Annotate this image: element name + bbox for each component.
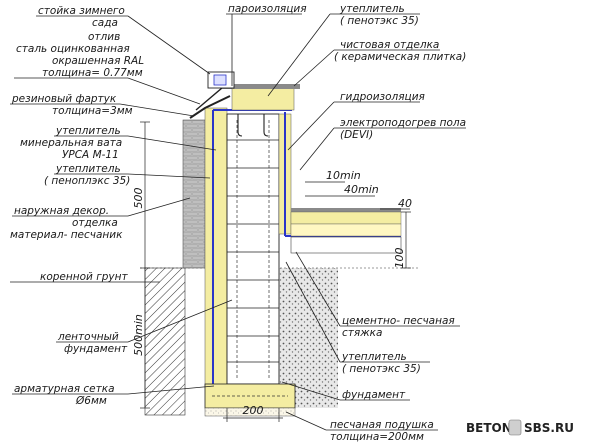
svg-text:утеплитель: утеплитель: [339, 3, 405, 15]
svg-text:стяжка: стяжка: [342, 327, 382, 339]
dim-40min: 40min: [305, 183, 379, 197]
label-screed: цементно- песчаная стяжка: [295, 251, 460, 339]
svg-text:толщина=200мм: толщина=200мм: [330, 431, 424, 443]
svg-text:коренной грунт: коренной грунт: [40, 271, 128, 283]
svg-text:(DEVI): (DEVI): [340, 129, 373, 141]
floor-screed: [290, 211, 402, 225]
sandstone-cladding: [182, 119, 206, 269]
drip-edge-flashing: [195, 87, 232, 111]
svg-text:толщина=3мм: толщина=3мм: [52, 105, 133, 117]
dim-500: 500: [132, 121, 150, 269]
label-drip-edge: отлив сталь оцинкованная окрашенная RAL …: [14, 31, 201, 105]
svg-text:утеплитель: утеплитель: [341, 351, 407, 363]
label-insulation-mineral: утеплитель минеральная вата УРСА М-11: [20, 125, 217, 161]
dim-100: 100: [393, 211, 411, 269]
dim-500min-text: 500min: [132, 314, 145, 356]
svg-text:сталь оцинкованная: сталь оцинкованная: [16, 43, 130, 55]
svg-text:УРСА М-11: УРСА М-11: [62, 149, 119, 161]
block-joints: [227, 139, 279, 363]
svg-text:( пенотэкс 35): ( пенотэкс 35): [342, 363, 421, 375]
svg-text:фундамент: фундамент: [64, 343, 128, 355]
svg-text:наружная декор.: наружная декор.: [14, 205, 109, 217]
label-foundation: фундамент: [281, 381, 410, 401]
dim-200-text: 200: [243, 404, 264, 417]
dim-40: 40: [380, 197, 412, 210]
label-insulation-penoplex-outer: утеплитель ( пеноплэкс 35): [44, 163, 211, 187]
label-waterproofing: гидроизоляция: [287, 91, 425, 151]
dim-40-text: 40: [398, 197, 412, 210]
ceramic-tile-top: [232, 84, 300, 89]
svg-text:электроподогрев пола: электроподогрев пола: [340, 117, 466, 129]
dim-10min-text: 10min: [326, 169, 361, 182]
svg-text:цементно- песчаная: цементно- песчаная: [342, 315, 455, 327]
top-insulation: [231, 87, 295, 111]
svg-text:материал- песчаник: материал- песчаник: [10, 229, 123, 241]
svg-text:резиновый фартук: резиновый фартук: [11, 93, 117, 105]
label-finish: чистовая отделка ( керамическая плитка): [293, 39, 466, 87]
foundation-block-wall: [226, 113, 280, 385]
svg-text:минеральная вата: минеральная вата: [20, 137, 122, 149]
floor-tile: [291, 208, 401, 212]
dim-100-text: 100: [393, 248, 406, 269]
svg-text:отделка: отделка: [72, 217, 118, 229]
label-floor-heating: электроподогрев пола (DEVI): [299, 117, 466, 171]
label-strip-foundation: ленточный фундамент: [56, 299, 233, 355]
svg-text:( пеноплэкс 35): ( пеноплэкс 35): [44, 175, 130, 187]
svg-text:( пенотэкс 35): ( пенотэкс 35): [340, 15, 419, 27]
anchor-bolts: [237, 114, 269, 137]
svg-text:сада: сада: [92, 17, 118, 29]
label-vapor-barrier: пароизоляция: [226, 3, 307, 86]
dim-500-text: 500: [132, 188, 145, 209]
rebar-lines: [236, 120, 270, 380]
label-rebar-mesh: арматурная сетка Ø6мм: [12, 383, 215, 407]
svg-text:стойка зимнего: стойка зимнего: [38, 5, 125, 17]
label-rubber-apron: резиновый фартук толщина=3мм: [10, 93, 195, 117]
svg-text:арматурная сетка: арматурная сетка: [14, 383, 115, 395]
dim-500min: 500min: [132, 268, 150, 409]
dim-40min-text: 40min: [344, 183, 379, 196]
watermark-bag-icon: [508, 419, 522, 436]
svg-text:( керамическая плитка): ( керамическая плитка): [334, 51, 466, 63]
label-sand-cushion: песчаная подушка толщина=200мм: [285, 411, 438, 443]
label-winter-garden-post: стойка зимнего сада: [36, 5, 211, 75]
svg-text:окрашенная RAL: окрашенная RAL: [52, 55, 144, 67]
label-insulation-penoplex-top: утеплитель ( пенотэкс 35): [267, 3, 420, 97]
label-native-soil: коренной грунт: [10, 271, 160, 283]
svg-text:ленточный: ленточный: [57, 331, 119, 343]
label-outer-decor: наружная декор. отделка материал- песчан…: [10, 197, 191, 241]
svg-text:утеплитель: утеплитель: [55, 163, 121, 175]
svg-text:чистовая отделка: чистовая отделка: [340, 39, 439, 51]
svg-text:фундамент: фундамент: [342, 389, 406, 401]
watermark: BETON SBS.RU: [466, 419, 574, 436]
rubber-apron-shape: [189, 95, 231, 119]
svg-text:толщина= 0.77мм: толщина= 0.77мм: [42, 67, 143, 79]
svg-text:гидроизоляция: гидроизоляция: [340, 91, 425, 103]
svg-text:пароизоляция: пароизоляция: [228, 3, 307, 15]
svg-text:отлив: отлив: [88, 31, 120, 43]
svg-text:Ø6мм: Ø6мм: [75, 395, 107, 407]
native-soil-left: [144, 267, 186, 416]
floor-concrete: [290, 236, 402, 254]
label-insulation-penoplex-bottom: утеплитель ( пенотэкс 35): [285, 261, 430, 375]
svg-text:песчаная подушка: песчаная подушка: [330, 419, 434, 431]
watermark-right: SBS.RU: [524, 421, 574, 435]
floor-insulation: [290, 223, 402, 237]
sand-cushion-layer: [204, 407, 296, 417]
dim-10min: 10min: [305, 169, 361, 183]
dim-200: 200: [223, 404, 283, 422]
post-inner: [213, 74, 227, 86]
watermark-left: BETON: [466, 421, 512, 435]
svg-text:утеплитель: утеплитель: [55, 125, 121, 137]
